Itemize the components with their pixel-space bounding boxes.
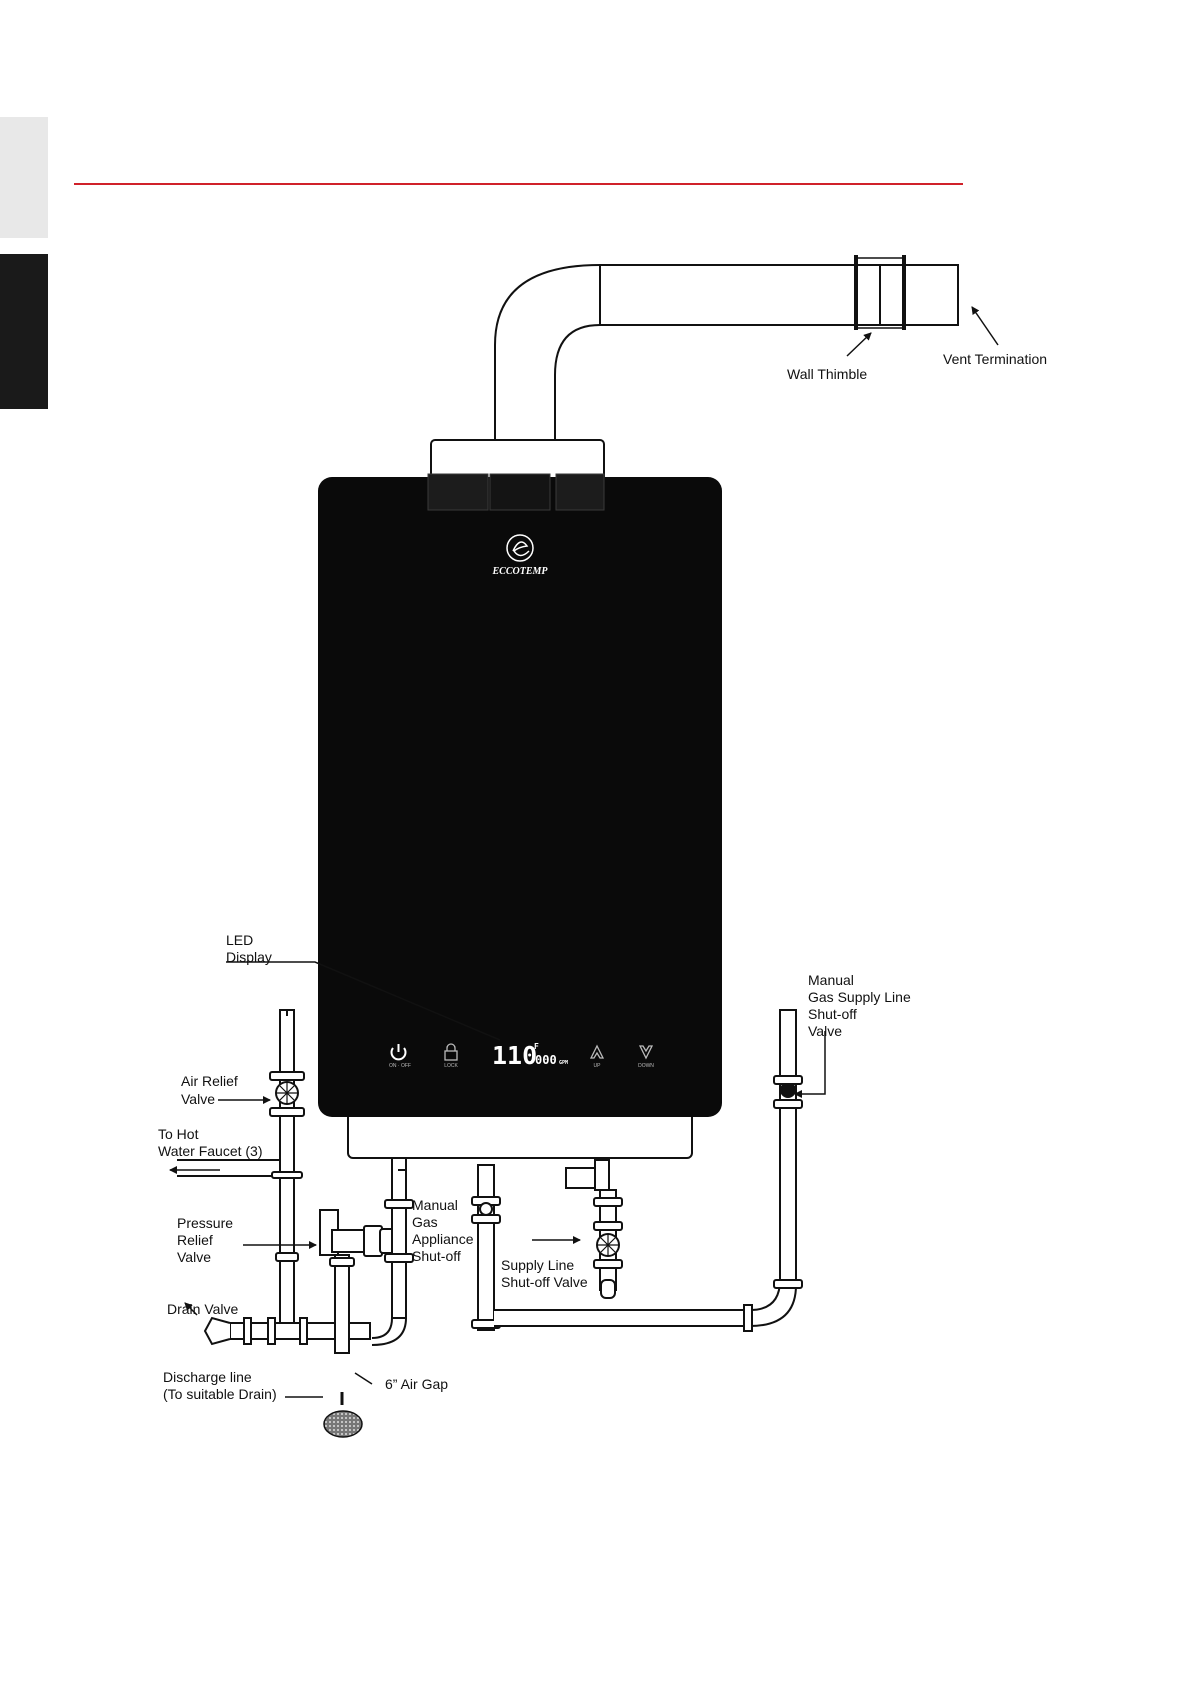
- lock-button[interactable]: LOCK: [444, 1043, 458, 1069]
- label-vent-termination: Vent Termination: [943, 351, 1047, 367]
- right-plumbing: [471, 1009, 803, 1332]
- callout-arrows: [169, 306, 999, 1405]
- svg-text:Appliance: Appliance: [412, 1231, 474, 1247]
- side-tab-light: [0, 117, 48, 238]
- label-discharge-line: Discharge line (To suitable Drain): [163, 1369, 277, 1402]
- vent-pipe: [494, 264, 959, 440]
- label-hot-water-faucet: To Hot Water Faucet (3): [158, 1126, 263, 1159]
- power-button[interactable]: ON · OFF: [389, 1044, 411, 1069]
- up-arrow-icon: [589, 1044, 605, 1059]
- gas-supply-shutoff-valve: [780, 1082, 796, 1098]
- svg-text:(To suitable Drain): (To suitable Drain): [163, 1386, 277, 1402]
- up-button[interactable]: UP: [589, 1044, 605, 1069]
- down-button[interactable]: DOWN: [638, 1045, 654, 1069]
- svg-text:Shut-off: Shut-off: [412, 1248, 461, 1264]
- heater-bottom-cover: [347, 1109, 693, 1159]
- led-display: 110 F 000 GPM: [492, 1041, 568, 1070]
- lock-icon: [444, 1043, 458, 1061]
- label-wall-thimble: Wall Thimble: [787, 366, 867, 382]
- up-button-label: UP: [594, 1063, 602, 1069]
- svg-text:LED: LED: [226, 932, 253, 948]
- svg-text:Gas: Gas: [412, 1214, 438, 1230]
- heater-body: [318, 477, 722, 1117]
- label-pressure-relief: Pressure Relief Valve: [177, 1215, 233, 1265]
- label-air-gap: 6” Air Gap: [385, 1376, 448, 1392]
- left-plumbing: [177, 1009, 414, 1354]
- label-supply-line: Supply Line Shut-off Valve: [501, 1257, 588, 1290]
- label-drain-valve: Drain Valve: [167, 1301, 239, 1317]
- svg-text:Shut-off: Shut-off: [808, 1006, 857, 1022]
- water-heater: ECCOTEMP ON · OFF LOCK 110 F 000 GPM UP: [318, 473, 722, 1159]
- svg-text:Valve: Valve: [181, 1091, 215, 1107]
- power-button-label: ON · OFF: [389, 1063, 411, 1069]
- down-arrow-icon: [638, 1045, 654, 1060]
- svg-text:Gas Supply Line: Gas Supply Line: [808, 989, 911, 1005]
- lock-button-label: LOCK: [444, 1063, 458, 1069]
- header-rule: [74, 183, 963, 185]
- svg-text:Shut-off Valve: Shut-off Valve: [501, 1274, 588, 1290]
- label-manual-gas-appliance: Manual Gas Appliance Shut-off: [412, 1197, 474, 1264]
- temperature-unit: F: [534, 1042, 539, 1051]
- power-icon: [390, 1044, 407, 1061]
- svg-text:Pressure: Pressure: [177, 1215, 233, 1231]
- side-tab-dark: [0, 254, 48, 409]
- svg-text:Air Relief: Air Relief: [181, 1073, 238, 1089]
- svg-text:To Hot: To Hot: [158, 1126, 199, 1142]
- svg-text:Display: Display: [226, 949, 272, 965]
- label-manual-gas-supply: Manual Gas Supply Line Shut-off Valve: [808, 972, 911, 1039]
- svg-text:Valve: Valve: [808, 1023, 842, 1039]
- brand-logo: ECCOTEMP: [491, 534, 548, 577]
- label-air-relief: Air Relief Valve: [181, 1073, 238, 1107]
- temperature-readout: 110: [492, 1041, 537, 1070]
- svg-text:Supply Line: Supply Line: [501, 1257, 574, 1273]
- down-button-label: DOWN: [638, 1063, 654, 1069]
- svg-text:Manual: Manual: [412, 1197, 458, 1213]
- flow-unit: GPM: [559, 1060, 568, 1066]
- flow-readout: 000: [535, 1053, 557, 1067]
- drain-valve: [203, 1316, 231, 1346]
- wall-thimble: [854, 255, 906, 330]
- svg-text:Water Faucet (3): Water Faucet (3): [158, 1143, 263, 1159]
- svg-text:Relief: Relief: [177, 1232, 213, 1248]
- floor-drain: [323, 1410, 363, 1438]
- brand-name: ECCOTEMP: [491, 566, 548, 577]
- svg-text:Valve: Valve: [177, 1249, 211, 1265]
- label-led-display: LED Display: [226, 932, 272, 965]
- svg-text:Manual: Manual: [808, 972, 854, 988]
- svg-text:Discharge line: Discharge line: [163, 1369, 252, 1385]
